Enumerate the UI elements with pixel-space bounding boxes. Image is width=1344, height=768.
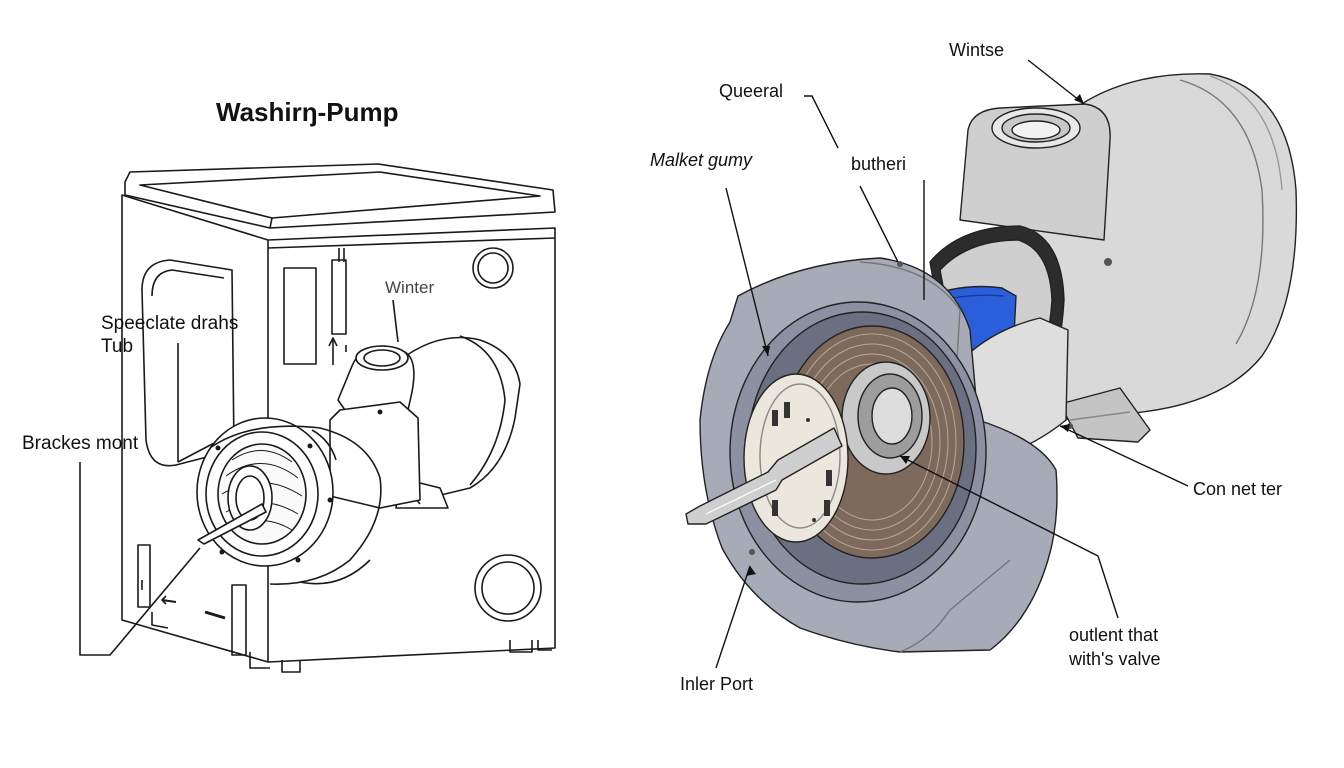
leader-brackes: [79, 462, 201, 656]
label-tub: Tub: [101, 336, 134, 357]
diagram-title: Washirŋ-Pump: [216, 97, 399, 127]
right-shaft: [685, 427, 843, 525]
label-speeclate-drahs: Speeclate drahs: [101, 313, 239, 334]
left-shaft: [197, 503, 267, 545]
label-winter: Winter: [385, 278, 435, 297]
label-outlent-line2: with's valve: [1069, 649, 1161, 669]
label-outlent-line1: outlent that: [1069, 625, 1159, 645]
label-brackes-mont: Brackes mont: [22, 433, 139, 454]
label-wintse: Wintse: [949, 40, 1005, 60]
label-con-net-ter: Con net ter: [1193, 479, 1283, 499]
label-malket-gumy: Malket gumy: [650, 150, 753, 170]
right-leader-lines: [715, 59, 1189, 669]
upper-port-ring: [472, 247, 514, 289]
right-pump-illustration: [685, 73, 1298, 653]
control-slot: [283, 267, 317, 365]
label-inler-port: Inler Port: [680, 674, 754, 694]
left-pump-drawing: [196, 335, 521, 585]
label-queeral: Queeral: [719, 81, 784, 101]
lower-port-ring: [474, 554, 542, 622]
left-motor: [399, 336, 521, 501]
label-butheri: butheri: [851, 154, 907, 174]
